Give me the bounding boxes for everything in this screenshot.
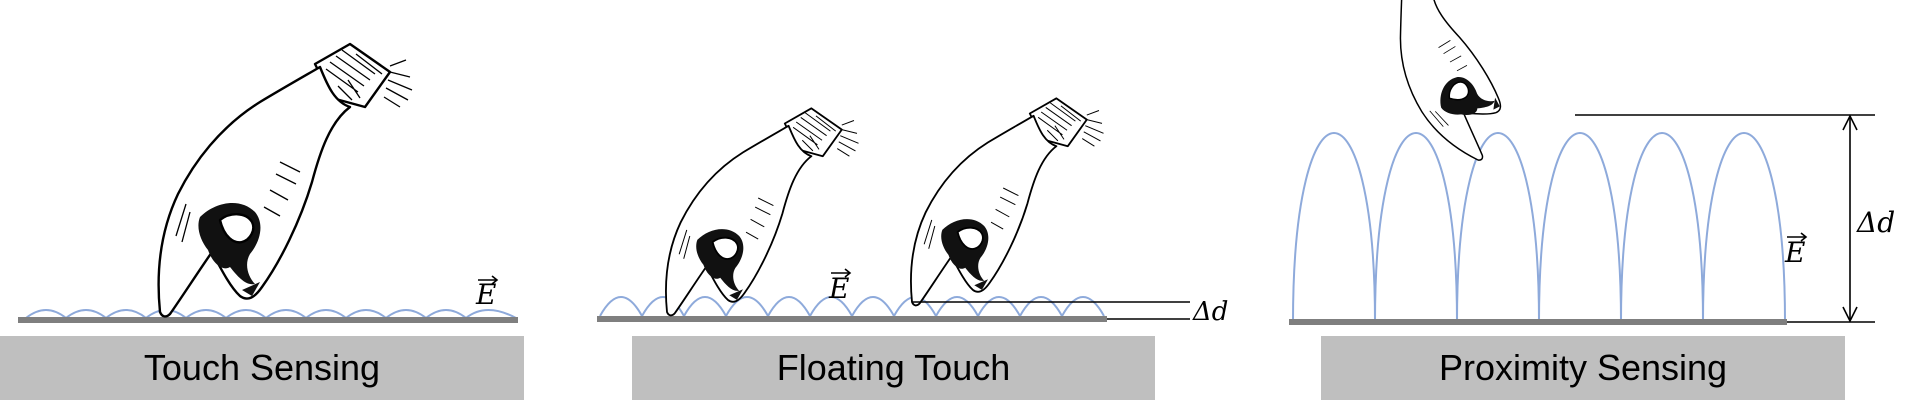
svg-text:E: E — [475, 278, 496, 311]
touch-sensing-panel: E — [18, 42, 518, 323]
svg-text:Δd: Δd — [1192, 297, 1228, 327]
pointing-hand-icon — [157, 42, 414, 318]
pointing-hand-icon — [1335, 0, 1564, 163]
field-symbol: E — [475, 275, 499, 311]
field-symbol: E — [1784, 232, 1808, 269]
svg-text:Δd: Δd — [1856, 206, 1895, 239]
svg-text:E: E — [1784, 236, 1805, 269]
distance-indicator: Δd — [1575, 114, 1895, 323]
field-lines — [1292, 132, 1786, 323]
proximity-sensing-label: Proximity Sensing — [1321, 336, 1845, 400]
floating-touch-panel: E Δd — [597, 97, 1228, 327]
field-lines — [599, 296, 1105, 317]
field-symbol: E — [828, 268, 852, 305]
floating-touch-label: Floating Touch — [632, 336, 1155, 400]
proximity-sensing-panel: E Δd — [1289, 0, 1895, 325]
svg-text:E: E — [828, 272, 849, 305]
field-lines — [25, 309, 517, 319]
touch-sensing-label: Touch Sensing — [0, 336, 524, 400]
pointing-hand-icon — [910, 97, 1105, 307]
distance-indicator: Δd — [912, 297, 1228, 327]
